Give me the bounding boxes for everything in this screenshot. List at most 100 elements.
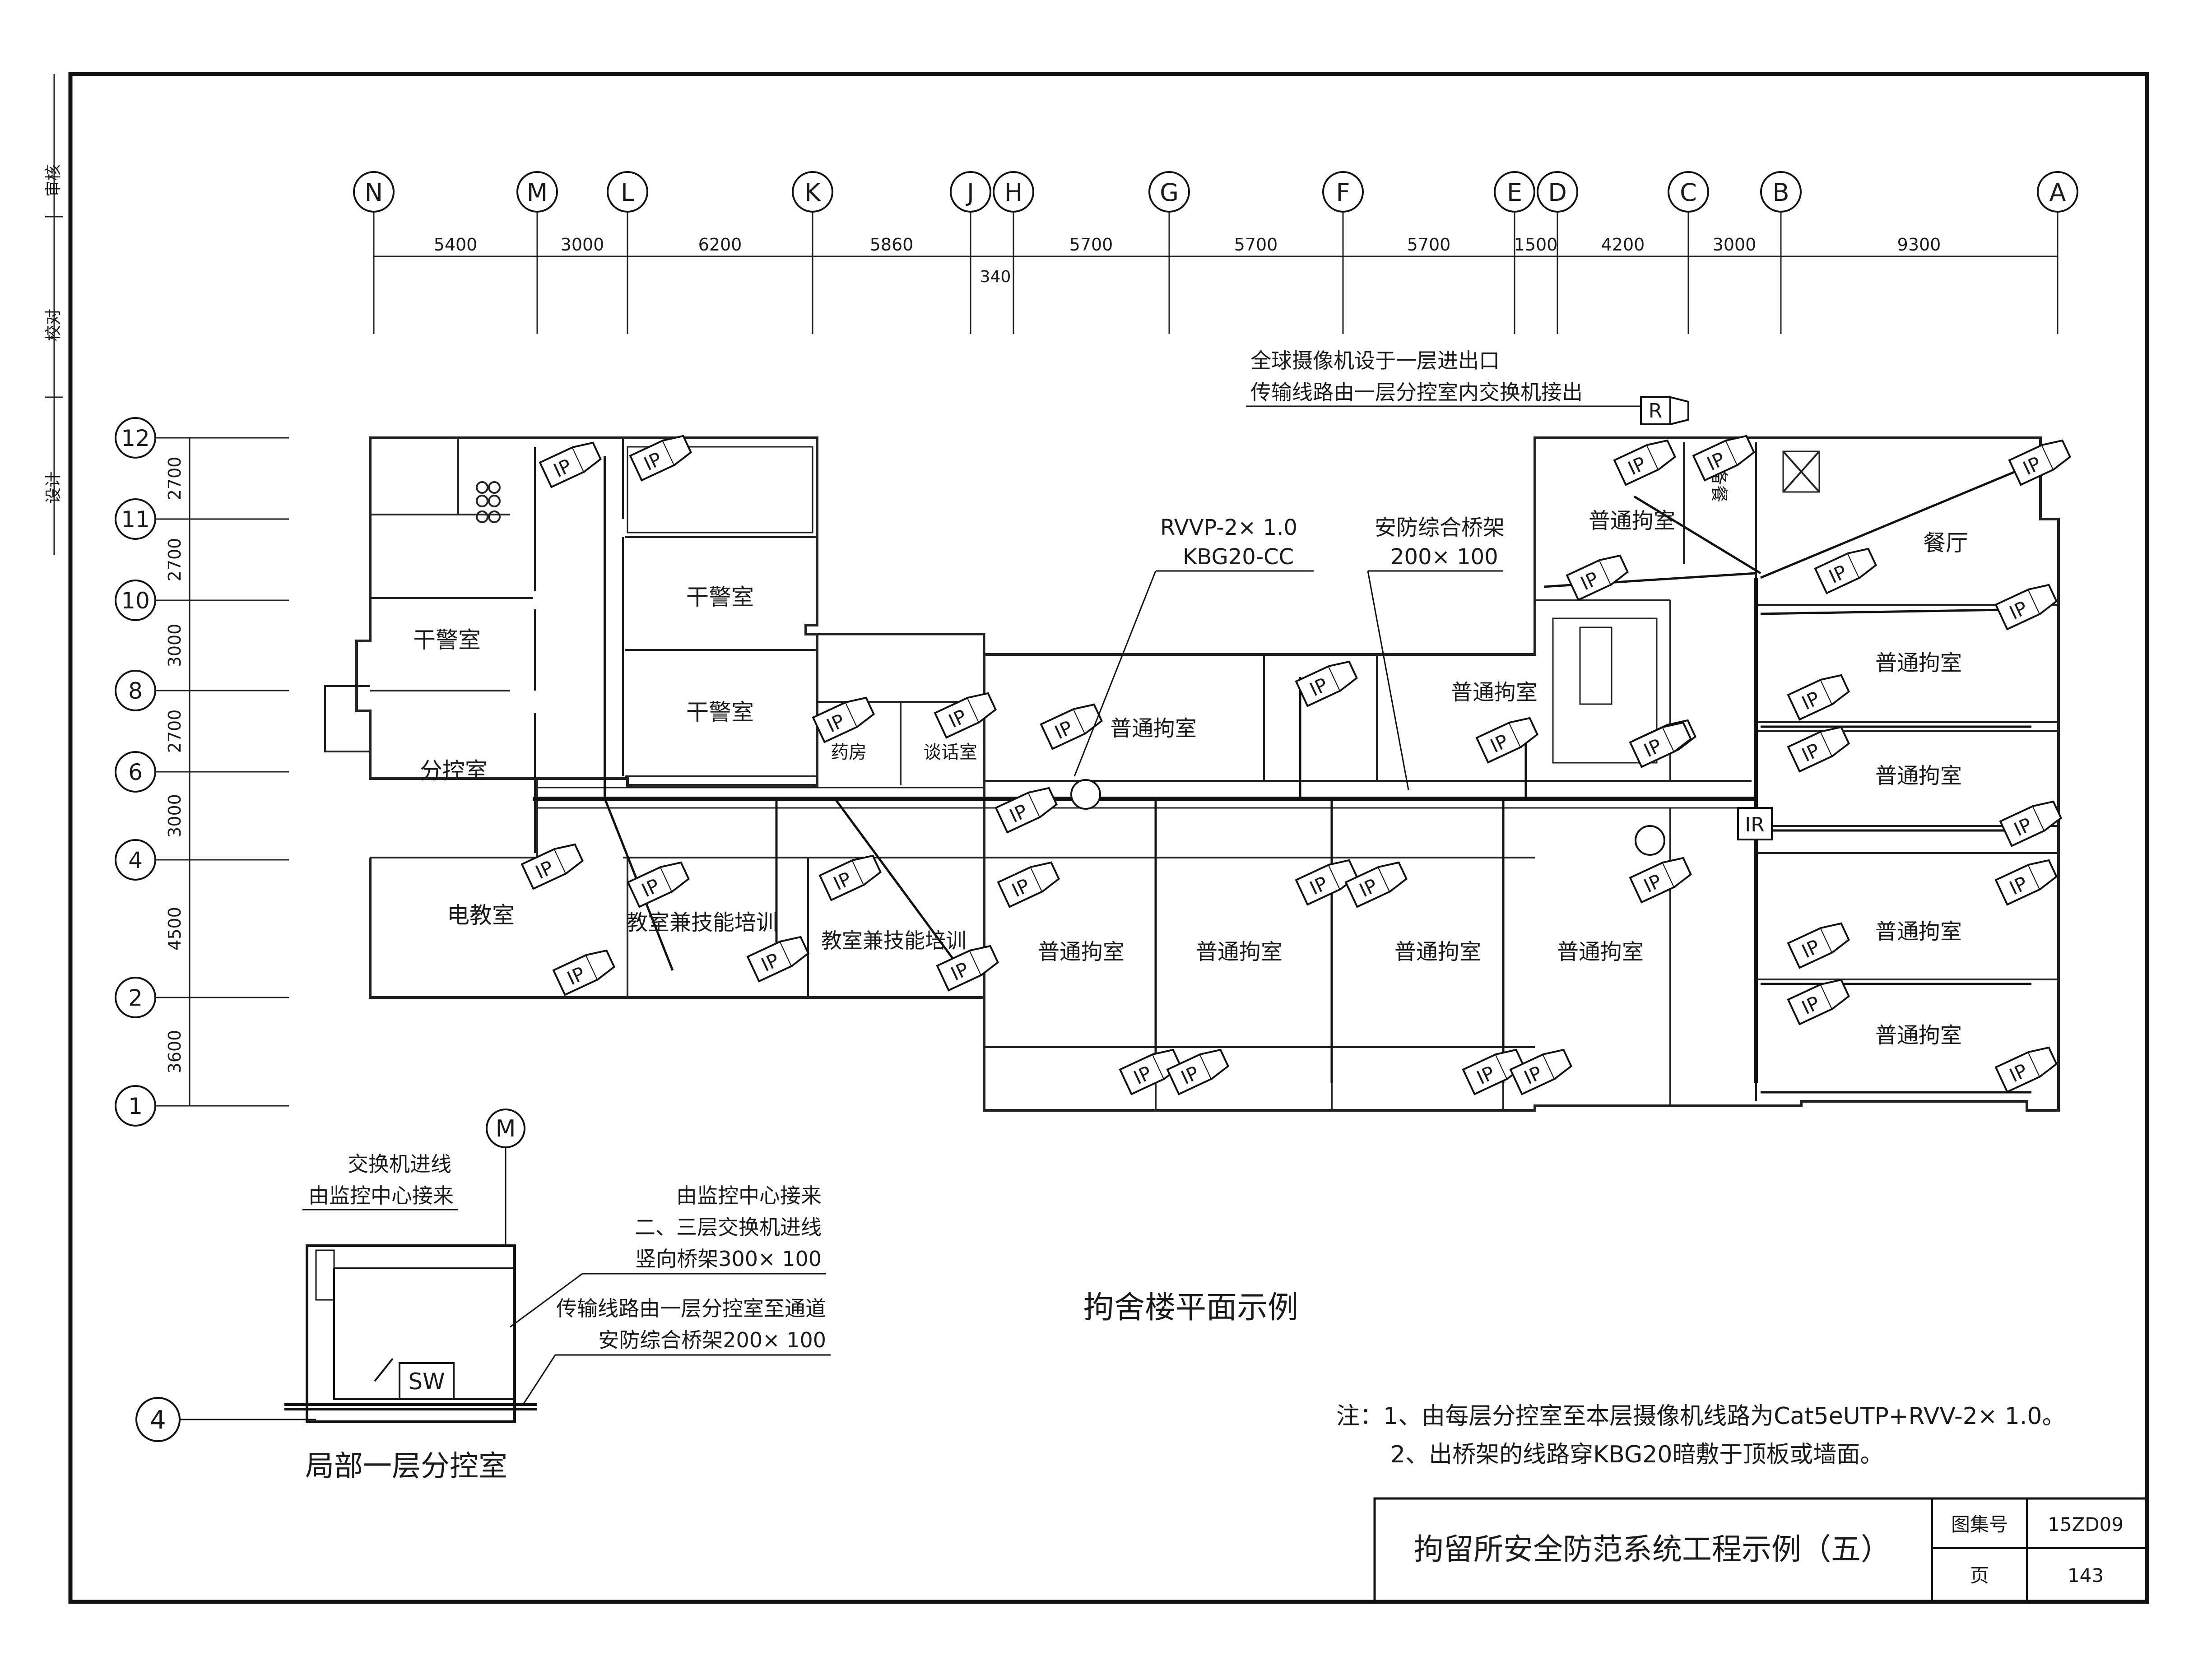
room-yao-fang: 药房: [831, 742, 867, 763]
room-gan-jing-1: 干警室: [686, 584, 754, 610]
column-axis-label-D: D: [1548, 178, 1567, 207]
room-putong-6: 普通拘室: [1394, 939, 1481, 965]
ip-camera-icon: IP: [1787, 674, 1850, 721]
room-jiaoshi-2: 教室兼技能培训: [821, 928, 967, 953]
column-axis-label-A: A: [2049, 178, 2066, 207]
ip-camera-icon: IP: [1295, 660, 1358, 707]
room-putong-7: 普通拘室: [1557, 939, 1644, 965]
cable-annotation: RVVP-2× 1.0 KBG20-CC: [1073, 515, 1314, 777]
column-dim-5: 5700: [1234, 235, 1278, 255]
room-dian-jiao: 电教室: [447, 902, 515, 928]
ip-camera-icon: IP: [934, 692, 997, 739]
ip-camera-icon: IP: [1994, 859, 2058, 906]
room-putong-5: 普通拘室: [1196, 939, 1283, 965]
room-jiaoshi-1: 教室兼技能培训: [626, 910, 778, 935]
row-dim-6: 3600: [165, 1030, 185, 1074]
special-devices: R IR: [1070, 396, 1773, 856]
inset-label2-line2: 二、三层交换机进线: [635, 1215, 822, 1239]
ip-camera-icon: IP: [1295, 859, 1358, 906]
ip-camera-icon: IP: [629, 435, 692, 482]
ip-camera-icon: IP: [1344, 861, 1408, 908]
ip-camera-icon: IP: [1613, 439, 1676, 486]
ip-camera-icon: IP: [1692, 435, 1755, 482]
ir-detector-icon: IR: [1737, 807, 1773, 840]
room-putong-3: 普通拘室: [1451, 680, 1538, 705]
top-annotation: 全球摄像机设于一层进出口 传输线路由一层分控室内交换机接出: [1246, 348, 1641, 407]
inset-label2-line1: 由监控中心接来: [676, 1183, 822, 1208]
r-camera-icon: R: [1640, 396, 1689, 425]
row-axis-label-4: 4: [128, 847, 143, 873]
ip-camera-icon: IP: [1999, 800, 2062, 847]
column-dim-9: 3000: [1713, 235, 1757, 255]
note-bottom-line2: 2、出桥架的线路穿KBG20暗敷于顶板或墙面。: [1390, 1441, 1883, 1468]
inset-label3-line1: 传输线路由一层分控室至通道: [556, 1296, 826, 1321]
ip-camera-icon: IP: [552, 949, 615, 996]
signature-strip: 审核 校对 设计: [44, 74, 63, 555]
ip-camera-icon: IP: [627, 861, 690, 908]
speaker-icon-1: [1070, 779, 1101, 810]
row-dim-0: 2700: [165, 457, 185, 501]
sheet-border: [68, 72, 2149, 1604]
atlas-label: 图集号: [1951, 1513, 2008, 1535]
ip-camera-icon: IP: [1509, 1048, 1572, 1095]
row-axis-label-2: 2: [128, 985, 143, 1011]
sidebar-label-jiaodui: 校对: [44, 309, 63, 341]
room-putong-11: 普通拘室: [1875, 1023, 1962, 1048]
row-axis-label-1: 1: [128, 1093, 143, 1119]
column-axis-label-N: N: [365, 178, 383, 207]
note-top-line2: 传输线路由一层分控室内交换机接出: [1250, 380, 1583, 404]
column-dim-2: 6200: [698, 235, 742, 255]
ip-camera-icon: IP: [812, 696, 875, 743]
ip-camera-icon: IP: [1787, 726, 1850, 773]
column-dim-8: 4200: [1601, 235, 1645, 255]
page-value: 143: [2068, 1564, 2104, 1586]
room-putong-10: 普通拘室: [1875, 919, 1962, 944]
room-putong-2: 普通拘室: [1110, 716, 1197, 741]
column-axis-label-L: L: [621, 178, 634, 207]
ip-camera-icon: IP: [818, 854, 882, 901]
ip-camera-icon: IP: [746, 936, 809, 983]
inset-title: 局部一层分控室: [305, 1450, 507, 1483]
ip-camera-icon: IP: [2008, 439, 2071, 486]
page-label: 页: [1970, 1564, 1989, 1586]
row-dim-4: 3000: [165, 794, 185, 838]
room-fen-kong: 分控室: [420, 758, 488, 784]
r-camera-label: R: [1649, 399, 1663, 422]
ip-camera-icon: IP: [1629, 857, 1692, 904]
inset-axis-4: 4: [150, 1406, 166, 1435]
room-gan-jing-2: 干警室: [413, 627, 481, 653]
room-putong-9: 普通拘室: [1875, 763, 1962, 789]
atlas-value: 15ZD09: [2048, 1513, 2124, 1535]
column-axis-label-B: B: [1772, 178, 1789, 207]
row-dim-1: 2700: [165, 538, 185, 582]
ip-camera-icon: IP: [994, 787, 1058, 834]
ip-camera-icon: IP: [1994, 584, 2058, 631]
row-dim-3: 2700: [165, 710, 185, 753]
column-axis-label-M: M: [527, 178, 548, 207]
column-axis-label-E: E: [1507, 178, 1522, 207]
sidebar-label-shenhe: 审核: [44, 164, 63, 197]
column-axis-label-G: G: [1160, 178, 1179, 207]
room-gan-jing-3: 干警室: [686, 699, 754, 725]
tray-annotation: 安防综合桥架 200× 100: [1367, 515, 1505, 790]
speaker-icon-2: [1635, 825, 1665, 856]
note-bottom-line1: 注：1、由每层分控室至本层摄像机线路为Cat5eUTP+RVV-2× 1.0。: [1336, 1403, 2066, 1430]
column-axis-label-K: K: [804, 178, 821, 207]
room-putong-1: 普通拘室: [1589, 508, 1675, 533]
ip-camera-icon: IP: [539, 441, 602, 488]
tray-label-line2: 200× 100: [1390, 544, 1498, 570]
row-axis-label-8: 8: [128, 678, 143, 704]
room-labels: 干警室 干警室 干警室 分控室 电教室 教室兼技能培训 教室兼技能培训 药房 谈…: [413, 468, 1968, 1048]
ip-camera-icon: IP: [1814, 547, 1877, 594]
cable-tray-and-routing: [533, 456, 2032, 1094]
ip-camera-icon: IP: [1629, 721, 1692, 768]
column-axis-label-C: C: [1680, 178, 1697, 207]
ip-camera-icon: IP: [520, 843, 584, 890]
column-dim-10: 9300: [1897, 235, 1941, 255]
column-dim-0: 5400: [434, 235, 478, 255]
column-dim-4: 5700: [1069, 235, 1113, 255]
